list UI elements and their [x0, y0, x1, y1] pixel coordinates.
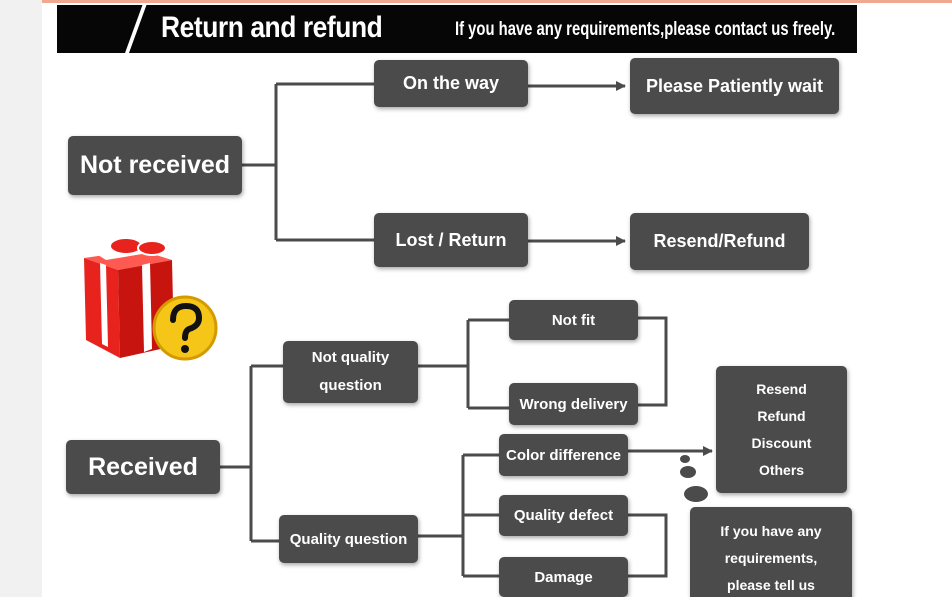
solution-refund: Refund — [757, 407, 806, 424]
banner-title: Return and refund — [161, 11, 383, 44]
connector-quality — [418, 453, 499, 578]
on-the-way-label: On the way — [402, 73, 500, 93]
received-box: Received — [66, 440, 220, 494]
patiently-wait-label: Please Patiently wait — [645, 75, 824, 96]
not-quality-line2: question — [319, 377, 382, 394]
contact-note-line1: If you have any — [720, 523, 822, 539]
quality-defect-label: Quality defect — [513, 507, 614, 524]
connector-not-received — [242, 82, 374, 242]
damage-box: Damage — [499, 557, 628, 597]
connector-right-bottom — [628, 513, 668, 578]
solution-others: Others — [758, 461, 805, 478]
contact-note-box: If you have any requirements, please tel… — [690, 507, 852, 597]
solution-resend: Resend — [756, 380, 807, 397]
thought-bubble-icon — [680, 455, 708, 502]
not-fit-box: Not fit — [509, 300, 638, 340]
not-fit-label: Not fit — [551, 311, 596, 329]
contact-note-line2: requirements, — [724, 550, 818, 566]
top-accent-line — [42, 0, 952, 3]
resend-refund-label: Resend/Refund — [653, 231, 786, 251]
resend-refund-box: Resend/Refund — [630, 213, 809, 270]
quality-question-box: Quality question — [279, 515, 418, 563]
connector-received — [220, 364, 283, 543]
not-received-label: Not received — [79, 151, 231, 179]
quality-question-label: Quality question — [289, 530, 408, 548]
question-mark-icon — [170, 302, 203, 341]
not-received-box: Not received — [68, 136, 242, 195]
wrong-delivery-box: Wrong delivery — [509, 383, 638, 425]
on-the-way-box: On the way — [374, 60, 528, 107]
color-difference-label: Color difference — [505, 446, 622, 464]
wrong-delivery-label: Wrong delivery — [519, 395, 628, 413]
solution-discount: Discount — [751, 434, 812, 451]
patiently-wait-box: Please Patiently wait — [630, 58, 839, 114]
gift-box-icon — [84, 237, 218, 361]
title-banner: Return and refund If you have any requir… — [57, 5, 857, 53]
quality-defect-box: Quality defect — [499, 495, 628, 536]
solutions-box: Resend Refund Discount Others — [716, 366, 847, 493]
lost-return-label: Lost / Return — [395, 229, 507, 250]
connector-not-quality — [418, 318, 509, 410]
damage-label: Damage — [534, 568, 593, 586]
received-label: Received — [88, 452, 198, 481]
not-quality-line1: Not quality — [311, 349, 390, 366]
contact-note-line3: please tell us — [727, 577, 815, 593]
lost-return-box: Lost / Return — [374, 213, 528, 267]
color-difference-box: Color difference — [499, 434, 628, 476]
connector-right-top — [638, 316, 668, 407]
not-quality-question-box: Not quality question — [283, 341, 418, 403]
banner-subtitle: If you have any requirements,please cont… — [455, 19, 836, 40]
